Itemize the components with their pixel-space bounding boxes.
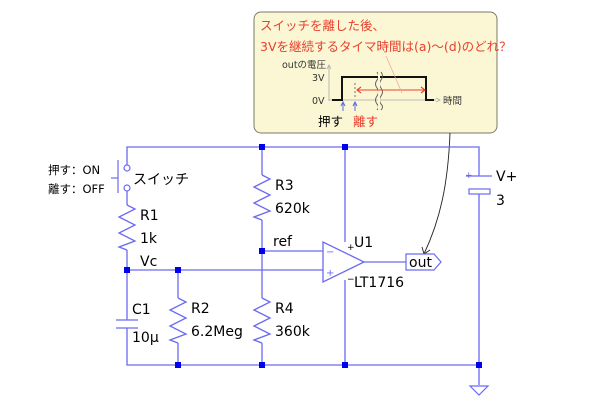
wires bbox=[126, 146, 480, 385]
c1-value: 10μ bbox=[132, 330, 159, 346]
capacitor-c1[interactable]: C1 10μ bbox=[116, 302, 159, 346]
resistor-r1[interactable]: R1 1k bbox=[117, 204, 159, 251]
ground-icon bbox=[468, 385, 490, 396]
u1-vminus-pin: − bbox=[347, 275, 355, 285]
graph-y-label: outの電圧 bbox=[282, 60, 327, 71]
voltage-source-v1[interactable]: + V+ 3 bbox=[465, 169, 517, 209]
u1-name: U1 bbox=[354, 235, 373, 251]
v1-value: 3 bbox=[496, 193, 505, 209]
u1-vplus-pin: + bbox=[347, 243, 355, 253]
r1-name: R1 bbox=[140, 208, 159, 224]
resistor-r4[interactable]: R4 360k bbox=[252, 297, 311, 344]
graph-waveform bbox=[332, 76, 434, 101]
switch-press-label: 押す：ON bbox=[48, 163, 100, 177]
u1-minus-input: − bbox=[326, 247, 334, 258]
junction bbox=[476, 362, 482, 368]
timing-graph: outの電圧 時間 3V 0V 押す bbox=[282, 55, 462, 129]
junction bbox=[175, 362, 181, 368]
callout-background bbox=[253, 11, 498, 134]
battery-plus-icon: + bbox=[465, 171, 473, 181]
callout-pointer-arrow bbox=[423, 132, 451, 255]
junction bbox=[259, 248, 265, 254]
graph-x-label: 時間 bbox=[443, 96, 462, 107]
r2-value: 6.2Meg bbox=[191, 324, 243, 340]
r3-value: 620k bbox=[275, 201, 311, 217]
graph-y-high: 3V bbox=[312, 73, 325, 84]
graph-press-label: 押す bbox=[318, 114, 343, 129]
callout-box: スイッチを離した後、 3Vを継続するタイマ時間は(a)〜(d)のどれ？ outの… bbox=[253, 11, 512, 134]
switch-contact-bottom bbox=[123, 184, 131, 192]
r4-name: R4 bbox=[275, 301, 294, 317]
u1-triangle bbox=[322, 240, 366, 284]
callout-line2: 3Vを継続するタイマ時間は(a)〜(d)のどれ？ bbox=[260, 39, 512, 54]
junction bbox=[259, 362, 265, 368]
junction bbox=[342, 144, 348, 150]
resistor-r2[interactable]: R2 6.2Meg bbox=[168, 297, 243, 344]
graph-x-arrow-icon bbox=[435, 97, 441, 103]
callout-line1: スイッチを離した後、 bbox=[260, 18, 385, 33]
switch-release-label: 離す：OFF bbox=[48, 182, 105, 196]
net-label-ref: ref bbox=[273, 234, 293, 250]
junction bbox=[175, 267, 181, 273]
graph-y-low: 0V bbox=[312, 96, 325, 107]
r2-name: R2 bbox=[191, 301, 210, 317]
resistor-r3[interactable]: R3 620k bbox=[252, 174, 311, 221]
junction bbox=[124, 267, 130, 273]
graph-y-arrow-icon bbox=[326, 64, 332, 70]
switch[interactable]: スイッチ 押す：ON 離す：OFF bbox=[48, 160, 189, 196]
net-label-vc: Vc bbox=[140, 254, 157, 270]
graph-pointer-line bbox=[385, 55, 403, 94]
r3-name: R3 bbox=[275, 178, 294, 194]
out-port-shape bbox=[405, 253, 442, 271]
junction bbox=[342, 362, 348, 368]
switch-name: スイッチ bbox=[133, 172, 189, 188]
u1-value: LT1716 bbox=[354, 275, 404, 291]
battery-plate-short bbox=[468, 188, 491, 195]
v1-name: V+ bbox=[496, 169, 517, 185]
out-label: out bbox=[409, 255, 432, 271]
comparator-u1[interactable]: − + + − U1 LT1716 bbox=[322, 235, 404, 291]
r1-value: 1k bbox=[140, 231, 158, 247]
r4-value: 360k bbox=[275, 324, 311, 340]
u1-plus-input: + bbox=[326, 268, 334, 279]
net-label-out[interactable]: out bbox=[405, 253, 442, 271]
junctions bbox=[124, 144, 482, 368]
c1-name: C1 bbox=[132, 302, 151, 318]
graph-release-label: 離す bbox=[353, 114, 378, 129]
switch-contact-top bbox=[123, 164, 131, 172]
junction bbox=[259, 144, 265, 150]
